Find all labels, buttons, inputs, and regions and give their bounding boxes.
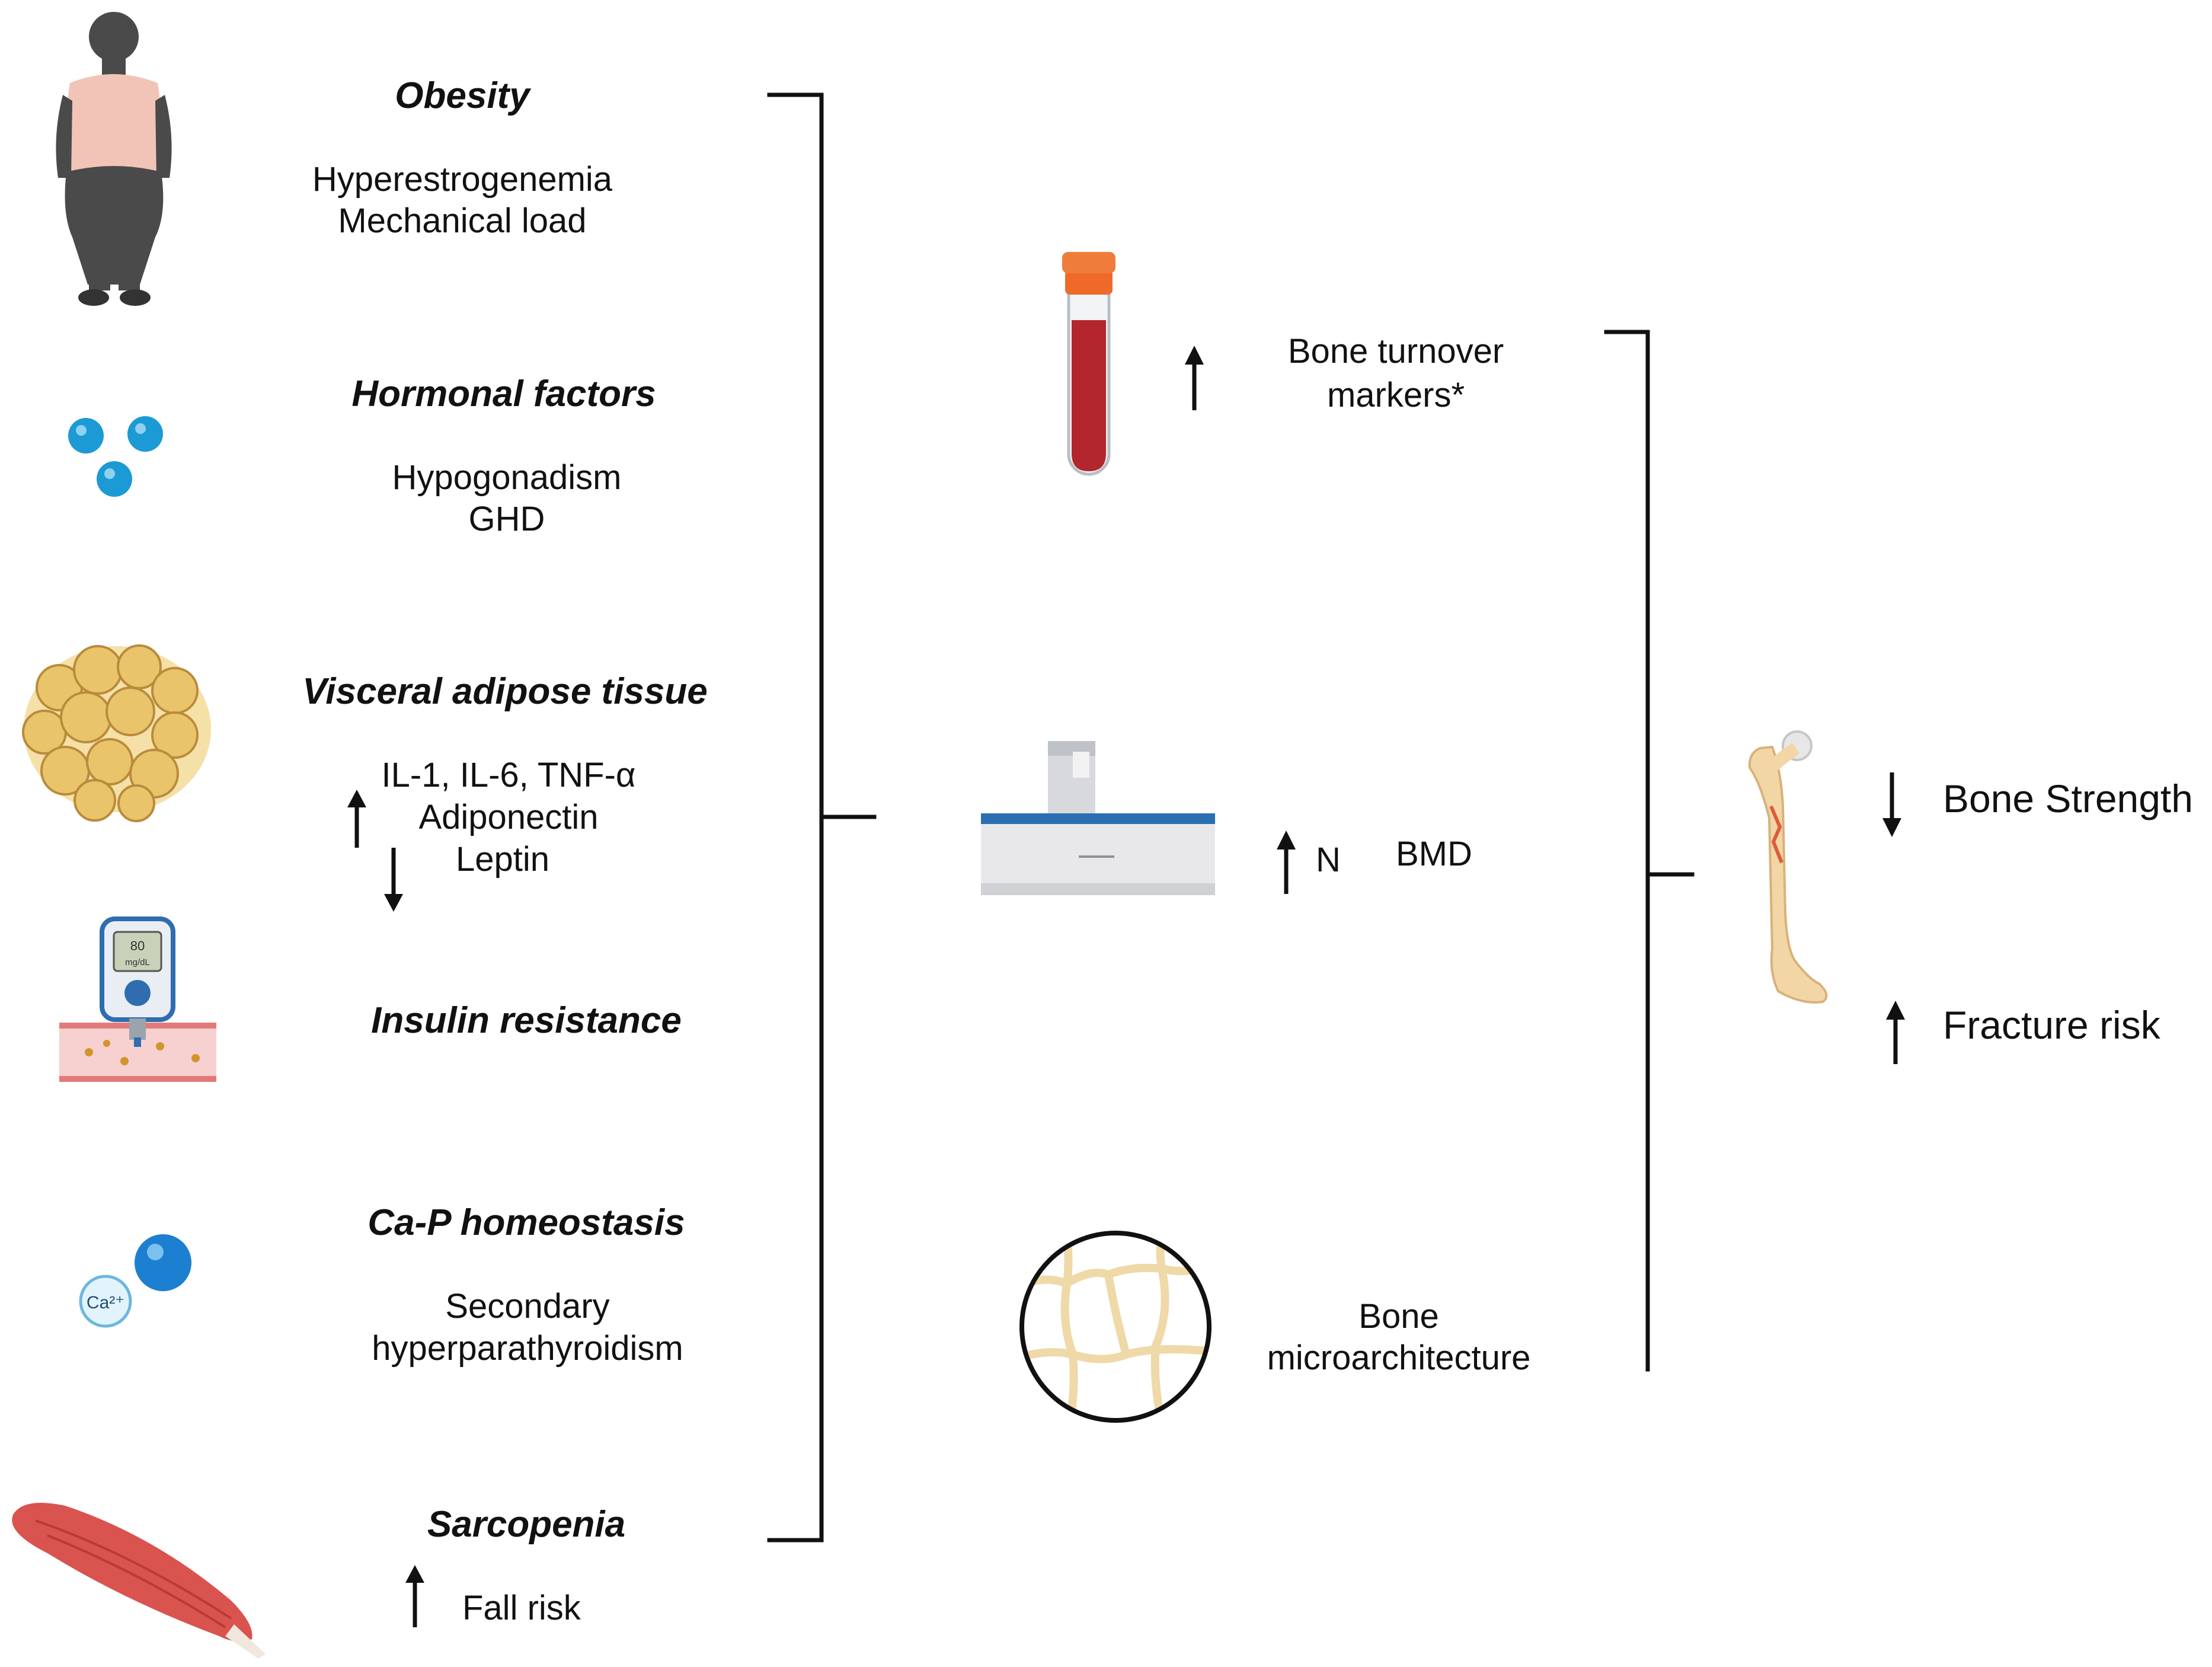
factor-title-ca-p: Ca-P homeostasis bbox=[367, 1202, 685, 1243]
factor-line-cytokines: IL-1, IL-6, TNF-α bbox=[382, 756, 636, 794]
calcium-ions-icon: Ca²⁺ bbox=[79, 1234, 191, 1328]
measure-micro-line2: microarchitecture bbox=[1267, 1339, 1531, 1377]
glucometer-reading: 80 bbox=[130, 938, 145, 953]
down-arrow-icon bbox=[1882, 772, 1901, 837]
factor-line-secondary: Secondary bbox=[445, 1287, 609, 1326]
up-arrow-icon bbox=[405, 1565, 424, 1627]
femur-icon bbox=[1748, 730, 1828, 1004]
left-bracket bbox=[767, 92, 877, 1543]
dexa-scanner-icon bbox=[981, 741, 1215, 895]
measure-turnover-line1: Bone turnover bbox=[1288, 332, 1504, 371]
measure-bmd: BMD bbox=[1396, 835, 1472, 873]
factor-line-ghd: GHD bbox=[469, 500, 545, 538]
factor-line-fall-risk: Fall risk bbox=[462, 1589, 581, 1627]
up-arrow-icon bbox=[1277, 831, 1296, 894]
factor-line-hypogonadism: Hypogonadism bbox=[392, 458, 622, 497]
measure-turnover-line2: markers* bbox=[1327, 376, 1465, 414]
muscle-icon bbox=[12, 1503, 266, 1659]
glucometer-icon: 80 mg/dL bbox=[59, 916, 216, 1082]
outcome-bone-strength: Bone Strength bbox=[1943, 777, 2193, 820]
up-arrow-icon bbox=[1886, 1001, 1905, 1064]
factor-line-mechanical-load: Mechanical load bbox=[338, 202, 586, 240]
measure-micro-line1: Bone bbox=[1358, 1297, 1439, 1336]
factor-title-hormonal: Hormonal factors bbox=[351, 373, 656, 414]
blood-tube-icon bbox=[1062, 252, 1115, 476]
factor-title-visceral-adipose: Visceral adipose tissue bbox=[302, 671, 707, 712]
factor-line-leptin: Leptin bbox=[456, 840, 549, 879]
adipose-tissue-icon bbox=[22, 644, 211, 822]
factor-line-hyperparathyroidism: hyperparathyroidism bbox=[372, 1329, 683, 1368]
bone-microarchitecture-icon bbox=[1019, 1231, 1212, 1423]
down-arrow-icon bbox=[384, 848, 403, 912]
obese-person-icon bbox=[56, 12, 172, 306]
factor-title-obesity: Obesity bbox=[395, 75, 532, 116]
factor-title-insulin-resistance: Insulin resistance bbox=[371, 1000, 682, 1041]
factor-line-adiponectin: Adiponectin bbox=[418, 798, 598, 836]
outcome-fracture-risk: Fracture risk bbox=[1943, 1003, 2161, 1047]
glucometer-unit: mg/dL bbox=[125, 957, 150, 967]
calcium-ion-label: Ca²⁺ bbox=[87, 1293, 124, 1312]
hormone-molecules-icon bbox=[68, 416, 163, 497]
factor-title-sarcopenia: Sarcopenia bbox=[427, 1504, 625, 1545]
right-bracket bbox=[1604, 330, 1695, 1372]
measure-bmd-n: N bbox=[1316, 841, 1341, 879]
factor-line-hyperestrogenemia: Hyperestrogenemia bbox=[312, 160, 613, 199]
up-arrow-icon bbox=[1185, 346, 1204, 410]
up-arrow-icon bbox=[347, 790, 366, 848]
